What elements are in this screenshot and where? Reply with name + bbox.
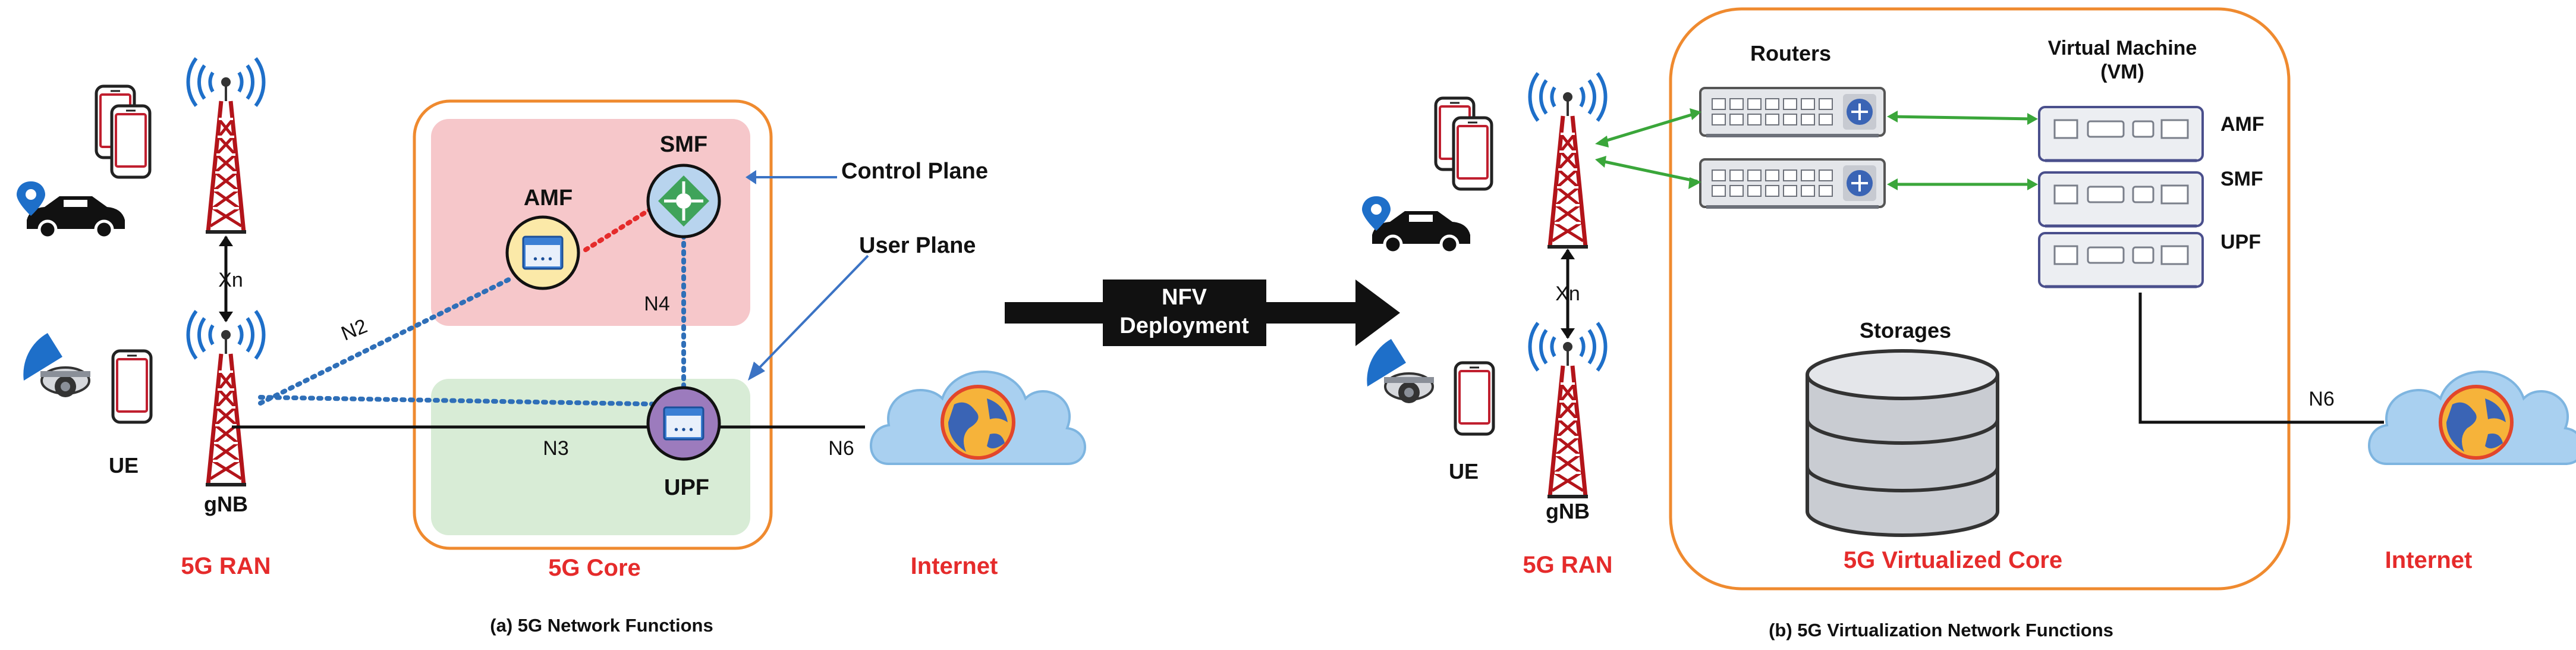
- 5g-ran-label-right: 5G RAN: [1523, 552, 1612, 578]
- cell-tower-icon: [1530, 323, 1605, 497]
- xn-label-right: Xn: [1555, 282, 1580, 305]
- svg-text:• • •: • • •: [533, 253, 552, 266]
- n4-label: N4: [644, 293, 669, 315]
- internet-label: Internet: [911, 553, 998, 579]
- n2-label: N2: [338, 315, 371, 346]
- left-panel: UE Xn gNB 5G RAN 5G Core • • • AMF: [17, 58, 1085, 636]
- smartphone-icon: [112, 106, 150, 177]
- upf-node: • • •: [646, 386, 721, 461]
- router-icon: [1700, 88, 1885, 136]
- 5g-ran-label: 5G RAN: [181, 553, 271, 579]
- ue-label-right: UE: [1449, 459, 1479, 483]
- right-caption: (b) 5G Virtualization Network Functions: [1769, 620, 2113, 640]
- control-plane-label: Control Plane: [841, 159, 988, 184]
- n6-link-right: [2138, 293, 2384, 424]
- left-caption: (a) 5G Network Functions: [490, 615, 713, 636]
- ue-label: UE: [109, 453, 139, 478]
- smf-label: SMF: [660, 132, 707, 157]
- 5g-core-container: [413, 99, 773, 550]
- deployment-label: Deployment: [1119, 313, 1249, 338]
- n3-label: N3: [543, 437, 568, 460]
- vm-amf-label: AMF: [2220, 113, 2264, 136]
- user-plane-label: User Plane: [859, 233, 976, 258]
- right-panel: UE Xn gNB 5G RAN 5G Virtualized Core Rou…: [1361, 7, 2576, 640]
- vm-smf-label: SMF: [2220, 168, 2263, 190]
- gnb-label-right: gNB: [1546, 499, 1590, 523]
- n6-label: N6: [828, 437, 854, 460]
- routers-label: Routers: [1750, 41, 1831, 65]
- smf-vm-server-icon: [2039, 172, 2203, 226]
- user-plane-arrow: [753, 255, 869, 375]
- smartphone-icon: [1455, 363, 1493, 434]
- vm-upf-label: UPF: [2220, 231, 2261, 253]
- internet-label-right: Internet: [2385, 547, 2473, 573]
- internet-cloud-icon: [871, 372, 1085, 464]
- storages-label: Storages: [1860, 318, 1951, 343]
- smartphone-icon: [1454, 118, 1492, 189]
- amf-vm-server-icon: [2039, 107, 2203, 161]
- virtualized-core-label: 5G Virtualized Core: [1844, 547, 2062, 573]
- cell-tower-icon: [188, 311, 263, 485]
- amf-label: AMF: [524, 186, 573, 211]
- upf-label: UPF: [664, 475, 709, 500]
- internet-cloud-icon: [2369, 372, 2576, 464]
- xn-label: Xn: [218, 269, 243, 291]
- n11-link: [583, 203, 659, 252]
- cell-tower-icon: [1530, 73, 1605, 247]
- ran-router-link: [1599, 159, 1698, 183]
- cctv-camera-icon: [1361, 338, 1435, 404]
- router-icon: [1700, 159, 1885, 207]
- database-storage-icon: [1806, 349, 1999, 537]
- vm-label: Virtual Machine: [2048, 37, 2197, 59]
- smf-node: [646, 164, 721, 238]
- virtualized-core-container: [1669, 7, 2291, 591]
- smartphone-icon: [113, 351, 151, 422]
- 5g-core-label: 5G Core: [548, 555, 641, 581]
- n6-label-right: N6: [2308, 388, 2334, 410]
- n2-link: [258, 276, 514, 406]
- gnb-label: gNB: [204, 492, 248, 516]
- router-vm-link: [1890, 115, 2034, 121]
- nfv-label: NFV: [1162, 285, 1207, 310]
- n3-dotted-link: [258, 395, 674, 407]
- ran-router-link: [1599, 111, 1698, 145]
- cctv-camera-icon: [17, 332, 92, 398]
- nfv-deployment-arrow: NFV Deployment: [1005, 280, 1400, 346]
- amf-node: • • •: [505, 215, 580, 290]
- vm-sublabel: (VM): [2100, 61, 2144, 83]
- svg-text:• • •: • • •: [674, 423, 693, 437]
- cell-tower-icon: [188, 58, 263, 232]
- upf-vm-server-icon: [2039, 233, 2203, 287]
